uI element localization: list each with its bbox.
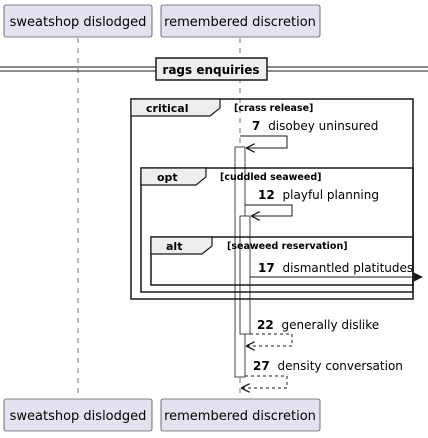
message-12: 12 playful planning <box>245 188 379 216</box>
divider: rags enquiries <box>0 57 428 81</box>
fragment-guard: [crass release] <box>234 103 313 114</box>
message-label: 7 disobey uninsured <box>252 119 378 133</box>
message-label: 27 density conversation <box>253 359 403 373</box>
message-7: 7 disobey uninsured <box>240 119 378 148</box>
fragment-guard: [cuddled seaweed] <box>220 172 321 183</box>
participant-sweatshop-dislodged-bottom[interactable]: sweatshop dislodged <box>3 398 153 432</box>
fragment-keyword: critical <box>146 102 188 115</box>
fragment-keyword: alt <box>166 240 182 253</box>
message-label: 17 dismantled platitudes <box>258 261 413 275</box>
message-17: 17 dismantled platitudes <box>250 261 423 282</box>
participant-sweatshop-dislodged-top[interactable]: sweatshop dislodged <box>3 4 153 38</box>
message-label: 12 playful planning <box>258 188 379 202</box>
divider-label: rags enquiries <box>162 63 259 77</box>
message-22: 22 generally dislike <box>247 318 379 346</box>
participant-label: sweatshop dislodged <box>10 15 147 30</box>
participant-remembered-discretion-top[interactable]: remembered discretion <box>160 4 321 38</box>
participant-label: remembered discretion <box>164 409 316 424</box>
participant-label: sweatshop dislodged <box>10 409 147 424</box>
fragment-critical: critical [crass release] <box>130 98 414 300</box>
fragment-guard: [seaweed reservation] <box>227 241 348 252</box>
message-label: 22 generally dislike <box>257 318 379 332</box>
message-27: 27 density conversation <box>242 359 403 388</box>
fragment-alt: alt [seaweed reservation] <box>150 236 414 286</box>
fragment-keyword: opt <box>157 171 178 184</box>
activation-bar-inner <box>239 215 251 335</box>
participant-label: remembered discretion <box>164 15 316 30</box>
fragment-opt: opt [cuddled seaweed] <box>140 167 414 293</box>
participant-remembered-discretion-bottom[interactable]: remembered discretion <box>160 398 321 432</box>
